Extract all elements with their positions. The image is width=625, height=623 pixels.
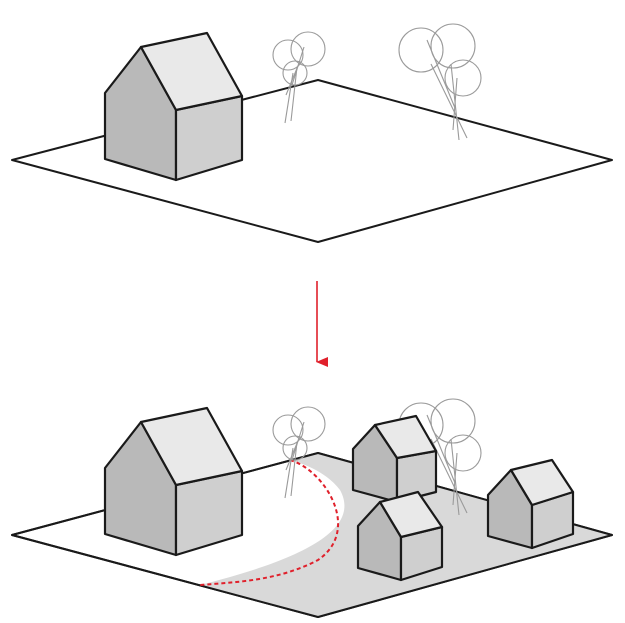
new-house [351, 414, 438, 504]
site-ground-plane [11, 79, 613, 243]
house-roof [378, 490, 444, 539]
existing-house [103, 406, 244, 557]
existing-house [103, 31, 244, 182]
new-house [356, 490, 444, 582]
new-house [486, 458, 575, 550]
after-panel [11, 398, 613, 618]
house-roof [509, 458, 575, 507]
house-roof [373, 414, 438, 460]
house-roof [139, 406, 244, 487]
development-boundary-line [199, 459, 340, 586]
house-roof [139, 31, 244, 112]
before-panel [11, 23, 613, 243]
